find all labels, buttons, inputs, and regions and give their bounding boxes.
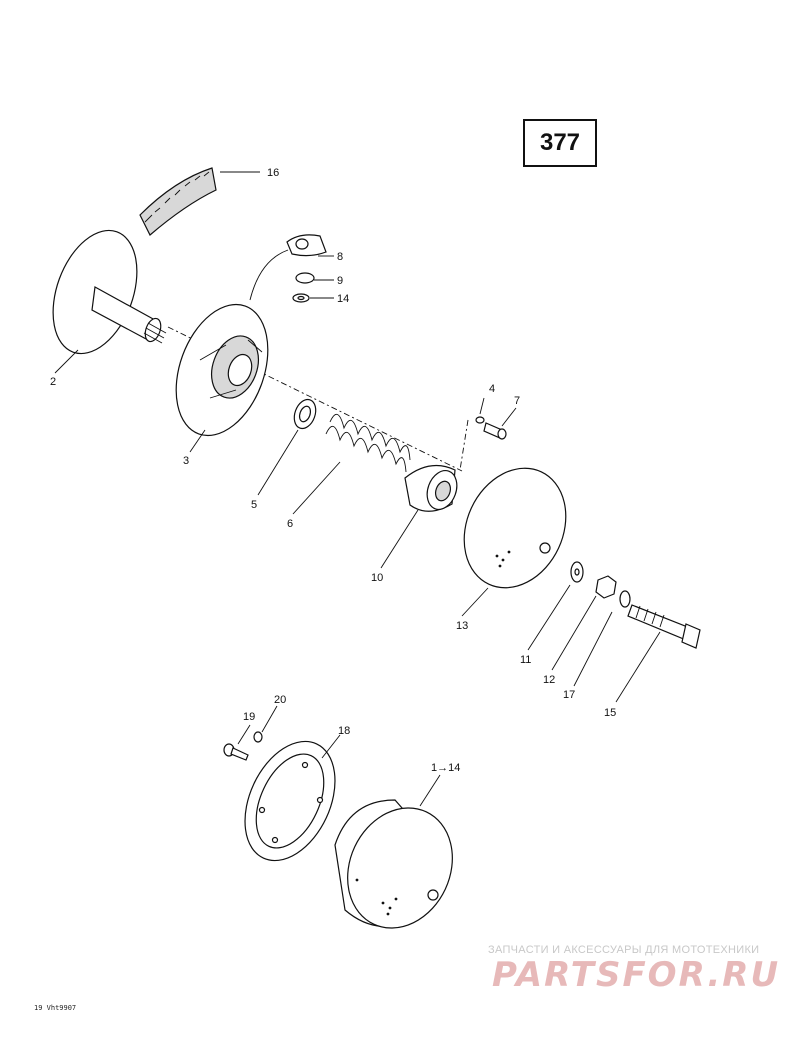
part-19-screw	[223, 743, 249, 761]
assembly-axis-4	[459, 419, 469, 471]
callout-10: 10	[371, 572, 383, 584]
part-9-o-ring	[295, 272, 315, 284]
callout-8: 8	[337, 251, 343, 263]
part-6-spring	[325, 413, 411, 473]
assembly-axis	[167, 326, 463, 472]
callout-16: 16	[267, 167, 279, 179]
callout-3: 3	[183, 455, 189, 467]
part-10-cam	[404, 464, 458, 512]
callout-18: 18	[338, 725, 350, 737]
callout-6: 6	[287, 518, 293, 530]
callout-5: 5	[251, 499, 257, 511]
callout-12: 12	[543, 674, 555, 686]
callout-14: 14	[337, 293, 349, 305]
callout-4: 4	[489, 383, 495, 395]
callout-7: 7	[514, 395, 520, 407]
part-11-washer	[570, 561, 584, 583]
page-number-box: 377	[523, 119, 597, 167]
part-3-sliding-sheave	[175, 303, 269, 437]
part-16-slider-shoes	[139, 167, 217, 236]
callout-15: 15	[604, 707, 616, 719]
watermark-caption: ЗАПЧАСТИ И АКСЕССУАРЫ ДЛЯ МОТОТЕХНИКИ	[488, 944, 760, 956]
callout-1-14: 1→14	[431, 762, 460, 774]
callout-19: 19	[243, 711, 255, 723]
part-2-fixed-sheave	[52, 229, 167, 355]
part-13-cover	[463, 467, 567, 589]
callout-17: 17	[563, 689, 575, 701]
callout-11: 11	[520, 654, 531, 666]
part-7-screw	[483, 422, 507, 440]
part-5-bushing	[293, 398, 317, 430]
part-17-washer	[619, 590, 631, 608]
callout-2: 2	[50, 376, 56, 388]
part-14-washer	[292, 293, 310, 303]
part-15-bolt	[627, 604, 701, 649]
part-18-gasket-ring	[244, 740, 336, 862]
callout-9: 9	[337, 275, 343, 287]
part-20-lock-washer	[253, 731, 263, 743]
part-4-washer	[475, 416, 485, 424]
watermark-logo: PARTSFOR.RU	[492, 955, 781, 995]
part-8-cam-arm	[249, 234, 327, 301]
part-1-14-drive-pulley-assembly	[334, 799, 453, 929]
callout-20: 20	[274, 694, 286, 706]
leader-lines	[54, 171, 661, 807]
drawing-code: 19 Vht9907	[34, 1004, 77, 1012]
part-12-nut	[595, 575, 617, 599]
callout-13: 13	[456, 620, 468, 632]
